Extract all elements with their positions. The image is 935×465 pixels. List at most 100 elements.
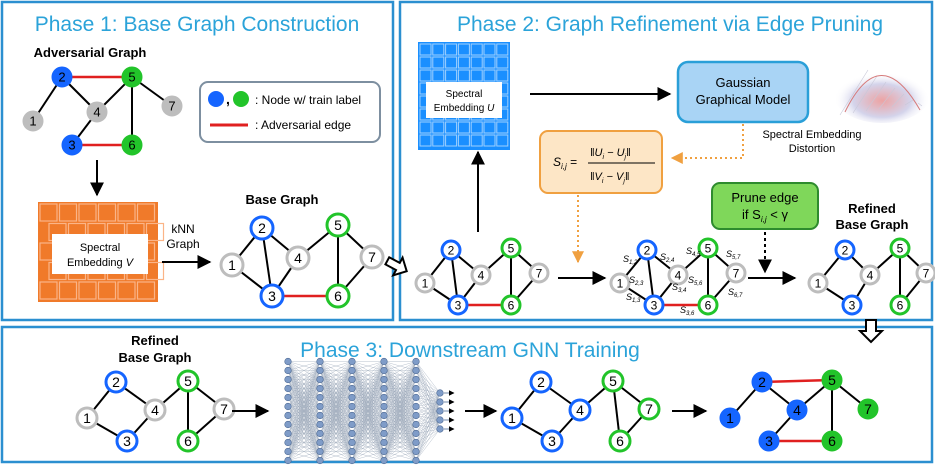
blue-grid-cell xyxy=(445,69,458,82)
edge-score-5: S5,6 xyxy=(688,275,703,287)
nn-neuron-layer-1 xyxy=(284,420,292,429)
nn-neuron-layer-4 xyxy=(380,384,388,393)
orange-grid-cell xyxy=(117,281,136,300)
adv-node-5 xyxy=(121,66,143,88)
nn-connection xyxy=(415,370,441,394)
nn-connection xyxy=(351,361,385,452)
surface-glow xyxy=(834,67,930,123)
nn-connection xyxy=(415,392,441,434)
refined2-node-label-5: 5 xyxy=(897,241,904,255)
nn-neuron-layer-1 xyxy=(284,429,292,438)
adv-node-label-4: 4 xyxy=(93,105,100,120)
p3out-node-label-6: 6 xyxy=(616,433,624,449)
blue-grid-cell xyxy=(470,56,483,69)
nn-neuron-layer-1 xyxy=(284,402,292,411)
nn-connection xyxy=(415,392,441,425)
p3out-node-4 xyxy=(568,398,592,422)
edge-score-2: S2,3 xyxy=(629,275,644,287)
orange-grid-cell xyxy=(145,222,165,242)
phase1-panel xyxy=(0,0,395,322)
legend-green-node xyxy=(233,91,249,107)
nn-neuron-layer-1 xyxy=(284,357,292,366)
nn-connection xyxy=(383,361,417,389)
p3in-node-label-4: 4 xyxy=(151,402,159,418)
p3out-node-3 xyxy=(540,429,564,453)
base-node-label-2: 2 xyxy=(258,220,266,236)
final-edge-2-5-adversarial xyxy=(761,378,833,384)
nn-neuron-layer-2 xyxy=(316,429,324,438)
final-node-label-5: 5 xyxy=(828,372,836,388)
edge-score-8: S3,4 xyxy=(672,282,687,294)
edge-score-7: S1,3 xyxy=(626,292,641,304)
p3out-node-label-1: 1 xyxy=(508,410,516,426)
nn-neuron-layer-4 xyxy=(380,402,388,411)
nn-connection xyxy=(287,361,321,371)
nn-neuron-layer-2 xyxy=(316,456,324,465)
nn-connection xyxy=(383,388,417,461)
phase3-title: Phase 3: Downstream GNN Training xyxy=(300,339,640,362)
nn-connection xyxy=(351,415,385,461)
p3out-node-label-5: 5 xyxy=(609,373,617,389)
adv-node-4 xyxy=(86,101,108,123)
nn-neuron-layer-5 xyxy=(412,357,420,366)
nn-connection xyxy=(319,424,353,461)
adv-node-7 xyxy=(161,95,183,117)
orange-grid-cell xyxy=(136,203,156,222)
adv-node-label-5: 5 xyxy=(128,70,135,85)
phase3-panel xyxy=(0,325,934,464)
p3in-node-4 xyxy=(143,398,167,422)
nn-neuron-layer-5 xyxy=(412,402,420,411)
edge-score-9: S3,6 xyxy=(680,305,695,317)
nn-neuron-layer-1 xyxy=(284,375,292,384)
nn-connection xyxy=(351,442,385,461)
spectral-v-line2: Embedding V xyxy=(67,257,135,269)
nn-connection xyxy=(319,361,353,398)
nn-neuron-layer-3 xyxy=(348,456,356,465)
blue-grid-cell xyxy=(457,43,470,56)
final-node-label-4: 4 xyxy=(793,402,801,418)
base-node-6 xyxy=(325,283,351,309)
blue-grid-cell xyxy=(419,69,432,82)
base-node-label-5: 5 xyxy=(334,217,342,233)
scored-node-6 xyxy=(697,294,719,316)
nn-neuron-layer-4 xyxy=(380,375,388,384)
nn-neuron-layer-2 xyxy=(316,411,324,420)
refined2-node-label-2: 2 xyxy=(842,243,849,257)
blue-grid-cell xyxy=(496,134,509,147)
nn-neuron-layer-5 xyxy=(412,438,420,447)
surface-mesh-line xyxy=(904,99,914,106)
nn-connection xyxy=(287,424,321,461)
nn-connection xyxy=(383,361,417,443)
nn-connection xyxy=(319,370,353,461)
scored-node-7 xyxy=(725,262,747,284)
nn-neuron-layer-4 xyxy=(380,420,388,429)
nn-connection xyxy=(351,361,385,443)
nn-connection xyxy=(287,361,321,416)
blue-grid-cell xyxy=(483,134,496,147)
nn-connection xyxy=(415,392,441,461)
nn-connection xyxy=(383,406,417,461)
blue-grid-cell xyxy=(457,69,470,82)
nn-connection xyxy=(415,361,441,394)
nn-neuron-layer-1 xyxy=(284,411,292,420)
scored-node-label-7: 7 xyxy=(733,266,740,280)
nn-connection xyxy=(383,370,417,461)
p3in-node-2 xyxy=(104,370,128,394)
surface-mesh-line xyxy=(839,69,869,116)
nn-neuron-layer-4 xyxy=(380,366,388,375)
adv-node-label-3: 3 xyxy=(68,138,75,153)
nn-connection xyxy=(319,361,353,425)
nn-connection xyxy=(351,361,385,461)
orange-grid-cell xyxy=(58,203,78,222)
refined2-node-4 xyxy=(859,264,881,286)
p3in-node-label-7: 7 xyxy=(220,401,228,417)
nn-connection xyxy=(287,361,321,380)
nn-connection xyxy=(319,433,353,461)
blue-grid-cell xyxy=(432,134,445,147)
refined2-node-1 xyxy=(807,272,829,294)
nn-connection xyxy=(351,361,385,407)
phase2-title: Phase 2: Graph Refinement via Edge Pruni… xyxy=(457,13,883,36)
surface-mesh-line xyxy=(852,75,878,114)
